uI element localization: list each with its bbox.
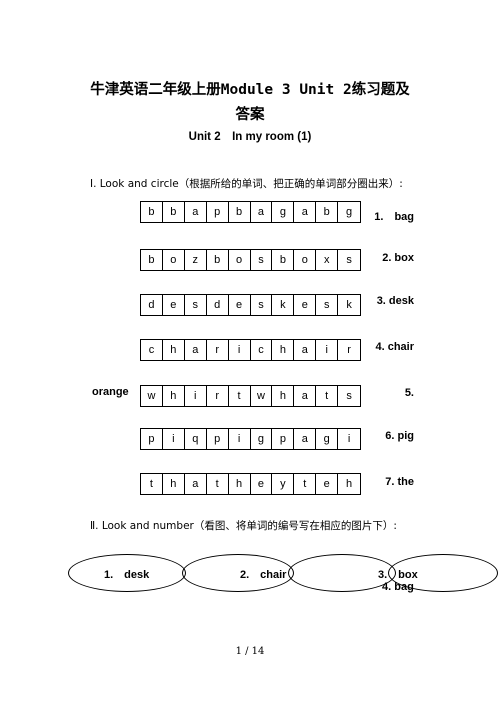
grid-cell: o: [229, 250, 251, 270]
grid-cell: i: [229, 429, 251, 449]
grid-cell: p: [207, 429, 229, 449]
grid-cell: b: [272, 250, 295, 270]
grid-cell: b: [141, 250, 163, 270]
grid-cell: a: [294, 340, 317, 360]
grid-cell: k: [272, 295, 295, 315]
oval-label-chair: 2. chair: [240, 569, 287, 581]
grid-cell: y: [272, 474, 295, 494]
grid-cell: a: [294, 429, 317, 449]
grid-cell: r: [347, 344, 351, 356]
grid-word-label: 3. desk: [376, 295, 414, 307]
grid-cell: i: [347, 433, 351, 445]
grid-cell: h: [229, 474, 251, 494]
grid-cell: b: [207, 250, 229, 270]
grid-word-label: 5.: [404, 387, 414, 399]
grid-cell: i: [229, 340, 251, 360]
grid-cell: a: [185, 474, 207, 494]
grid-cell: a: [251, 202, 273, 222]
grid-word-label: 6. pig: [385, 430, 414, 442]
grid-cell: c: [141, 340, 163, 360]
grid-word-label: 7. the: [385, 476, 414, 488]
grid-cell: a: [185, 202, 207, 222]
grid-cell: p: [272, 429, 295, 449]
grid-cell: e: [163, 295, 185, 315]
grid-cell: t: [141, 474, 163, 494]
grid-cell: b: [141, 202, 163, 222]
grid-cell: p: [207, 202, 229, 222]
grid-cell: i: [185, 386, 207, 406]
grid-cell: i: [316, 340, 339, 360]
oval-label-desk: 1. desk: [104, 569, 150, 581]
grid-cell: h: [163, 340, 185, 360]
grid-cell: p: [141, 429, 163, 449]
grid-cell: s: [185, 295, 207, 315]
grid-cell: e: [229, 295, 251, 315]
grid-cell: c: [251, 340, 273, 360]
grid-cell: a: [294, 202, 317, 222]
grid-cell: h: [163, 386, 185, 406]
grid-cell: o: [294, 250, 317, 270]
grid-cell: q: [185, 429, 207, 449]
grid-cell: k: [346, 299, 352, 311]
grid-cell: w: [141, 386, 163, 406]
title-line-1: 牛津英语二年级上册Module 3 Unit 2练习题及: [90, 82, 410, 98]
grid-cell: e: [251, 474, 273, 494]
grid-cell: b: [163, 202, 185, 222]
orange-label: orange: [92, 386, 129, 398]
oval-label-box: 3. box: [378, 569, 418, 581]
section-2-heading: Ⅱ. Look and number（看图、将单词的编号写在相应的图片下）:: [90, 520, 397, 532]
grid-cell: t: [316, 386, 339, 406]
grid-cell: g: [272, 202, 295, 222]
subtitle: Unit 2 In my room (1): [188, 131, 312, 143]
grid-cell: s: [316, 295, 339, 315]
grid-cell: b: [316, 202, 339, 222]
grid-cell: x: [316, 250, 339, 270]
grid-cell: t: [229, 386, 251, 406]
grid-cell: i: [163, 429, 185, 449]
grid-cell: h: [163, 474, 185, 494]
grid-word-label: 2. box: [382, 252, 414, 264]
grid-cell: a: [294, 386, 317, 406]
grid-cell: h: [346, 478, 353, 490]
section-1-heading: Ⅰ. Look and circle（根据所给的单词、把正确的单词部分圈出来）:: [90, 178, 403, 190]
grid-word-label: 1. bag: [374, 211, 414, 223]
grid-cell: t: [294, 474, 317, 494]
page-number: 1 / 14: [235, 646, 265, 657]
grid-cell: t: [207, 474, 229, 494]
grid-cell: d: [207, 295, 229, 315]
oval-4: [388, 554, 498, 592]
grid-cell: g: [316, 429, 339, 449]
grid-cell: h: [272, 340, 295, 360]
grid-cell: s: [251, 295, 273, 315]
grid-cell: b: [229, 202, 251, 222]
grid-cell: w: [251, 386, 273, 406]
grid-cell: e: [294, 295, 317, 315]
grid-cell: s: [346, 254, 352, 266]
grid-cell: s: [251, 250, 273, 270]
grid-cell: g: [251, 429, 273, 449]
grid-cell: z: [185, 250, 207, 270]
grid-cell: o: [163, 250, 185, 270]
grid-cell: r: [207, 340, 229, 360]
grid-cell: r: [207, 386, 229, 406]
oval-label-bag: 4. bag: [382, 581, 414, 593]
grid-cell: s: [346, 390, 352, 402]
grid-word-label: 4. chair: [375, 341, 414, 353]
grid-cell: e: [316, 474, 339, 494]
grid-cell: a: [185, 340, 207, 360]
title-line-2: 答案: [235, 107, 265, 123]
grid-cell: h: [272, 386, 295, 406]
grid-cell: d: [141, 295, 163, 315]
grid-cell: g: [346, 206, 353, 218]
